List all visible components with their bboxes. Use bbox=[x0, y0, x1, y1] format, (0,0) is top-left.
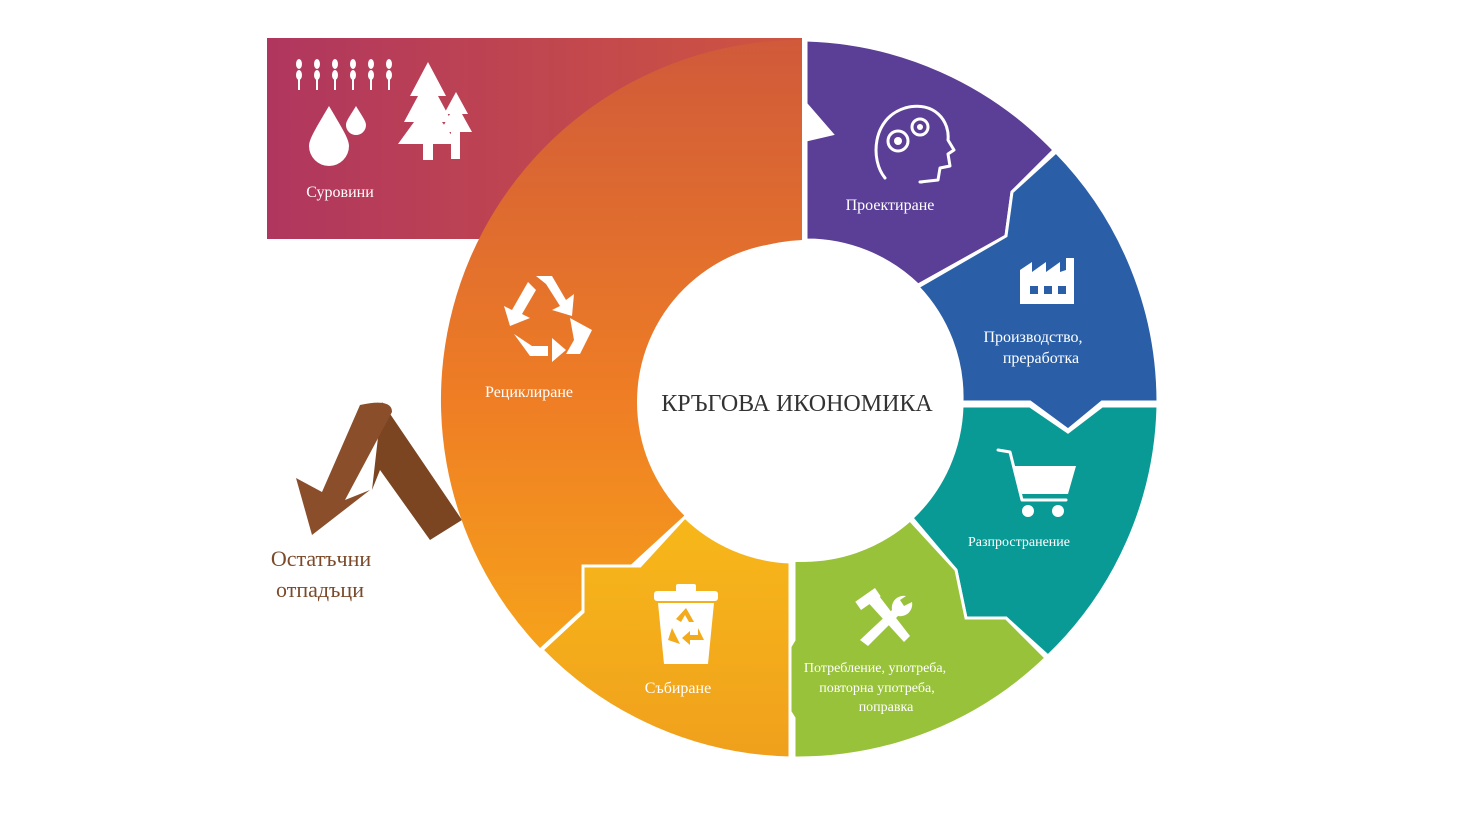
label-collection: Събиране bbox=[645, 680, 711, 697]
label-consumption-line-3: поправка bbox=[859, 700, 914, 715]
label-consumption-line-2: повторна употреба, bbox=[819, 681, 935, 696]
label-recycling: Рециклиране bbox=[485, 384, 573, 401]
residual-waste-arrow bbox=[296, 402, 462, 540]
tools-icon bbox=[855, 588, 913, 646]
center-circle bbox=[637, 242, 957, 562]
water-drop-icon bbox=[309, 106, 349, 166]
label-design: Проектиране bbox=[846, 197, 935, 214]
label-production-line-2: преработка bbox=[1003, 350, 1079, 367]
head-gears-icon bbox=[874, 104, 956, 184]
label-residual-waste-line-1: Остатъчни bbox=[271, 546, 372, 571]
stage-consumption bbox=[768, 517, 1049, 760]
label-consumption-line-1: Потребление, употреба, bbox=[804, 661, 946, 676]
factory-icon bbox=[1020, 258, 1074, 304]
label-production-line-1: Производство, bbox=[983, 329, 1082, 346]
recycle-icon bbox=[504, 276, 592, 362]
label-raw-materials: Суровини bbox=[306, 184, 374, 201]
cart-icon bbox=[996, 448, 1076, 517]
stage-recycling bbox=[440, 39, 802, 648]
water-drop-small-icon bbox=[346, 106, 366, 135]
wheat-icon bbox=[296, 59, 392, 90]
label-distribution: Разпространение bbox=[968, 535, 1070, 550]
recycle-bin-icon bbox=[654, 584, 718, 664]
trees-icon bbox=[398, 62, 472, 160]
center-title: КРЪГОВА ИКОНОМИКА bbox=[661, 391, 933, 417]
resources-icon bbox=[296, 59, 472, 166]
label-residual-waste-line-2: отпадъци bbox=[276, 577, 364, 602]
